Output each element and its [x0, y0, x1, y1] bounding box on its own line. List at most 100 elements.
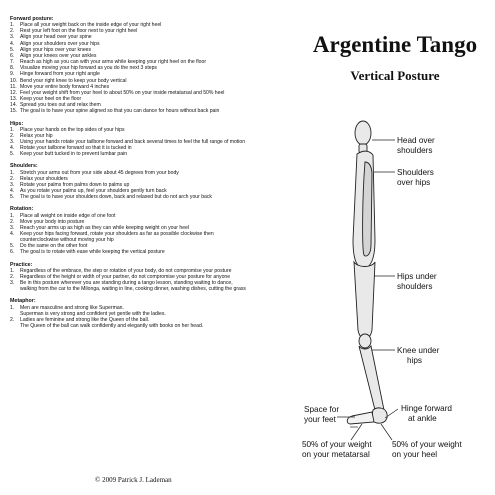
- instruction-section: Shoulders:1.Stretch your arms out from y…: [10, 163, 295, 200]
- instruction-item: 12.Feel your weight shift from your heel…: [10, 90, 295, 96]
- item-number: 3.: [10, 280, 15, 287]
- item-text: Reach as high as you can with your arms …: [20, 59, 207, 66]
- item-number: 11.: [10, 83, 17, 90]
- item-text: Be in this posture wherever you are stan…: [20, 280, 233, 287]
- instruction-item: 10.Bend your right knee to keep your bod…: [10, 78, 295, 84]
- label-knee-line2: hips: [407, 356, 422, 365]
- instruction-item: 4.Keep your hips facing forward, rotate …: [10, 231, 295, 237]
- item-number: 4.: [10, 40, 15, 47]
- instruction-item: 3.Align your head over your spine: [10, 34, 295, 40]
- item-number: 5.: [10, 243, 15, 250]
- copyright-notice: © 2009 Patrick J. Lademan: [95, 476, 172, 484]
- instruction-section: Forward posture:1.Place all your weight …: [10, 16, 295, 115]
- item-text: As you rotate your palms up, feel your s…: [20, 188, 167, 195]
- item-text: The goal is to have your spine aligned s…: [20, 108, 220, 115]
- item-text-continuation: counterclockwise without moving your hip: [20, 237, 114, 244]
- heel-shape: [370, 407, 388, 424]
- instruction-item: 2.Rest your left foot on the floor next …: [10, 28, 295, 34]
- instruction-item: 1. Men are masculine and strong like Supe…: [10, 305, 295, 311]
- item-text: Align your knees over your ankles: [20, 52, 97, 59]
- item-number: 3.: [10, 224, 15, 231]
- item-text: Rotate your tailbone forward so that it …: [20, 145, 132, 152]
- item-number: 1.: [10, 304, 15, 311]
- item-number: 8.: [10, 65, 15, 72]
- item-text: Men are masculine and strong like Superm…: [20, 304, 124, 311]
- item-number: 3.: [10, 138, 15, 145]
- item-text: Visualize moving your hip forward as you…: [20, 65, 157, 72]
- item-number: 1.: [10, 212, 15, 219]
- instruction-item: 6. Align your knees over your ankles: [10, 53, 295, 59]
- item-text: Reach your arms up as high as they can w…: [20, 224, 190, 231]
- label-hips-line2: shoulders: [397, 282, 433, 291]
- instructions-column: Forward posture:1.Place all your weight …: [10, 16, 295, 335]
- item-number: 1.: [10, 22, 15, 29]
- item-text: Align your hips over your knees: [20, 46, 92, 53]
- item-text: Hinge forward from your right angle: [20, 71, 100, 78]
- instruction-section: Rotation:1.Place all weight on inside ed…: [10, 206, 295, 255]
- item-text: Place your hands on the top sides of you…: [20, 126, 125, 133]
- item-number: 3.: [10, 34, 15, 41]
- instruction-item: 2.Ladies are feminine and strong like th…: [10, 317, 295, 323]
- instruction-item: 8. Visualize moving your hip forward as y…: [10, 65, 295, 71]
- item-number: 1.: [10, 126, 15, 133]
- label-metatarsal-line2: on your metatarsal: [302, 450, 370, 459]
- item-text: Relax your shoulders: [20, 175, 68, 182]
- item-text-continuation: Superman is very strong and confident ye…: [20, 310, 166, 317]
- item-number: 4.: [10, 145, 15, 152]
- item-text: Feel your weight shift from your heel to…: [20, 89, 225, 96]
- page-subtitle: Vertical Posture: [350, 68, 440, 83]
- instruction-section: Practice:1. Regardless of the embrace, th…: [10, 262, 295, 293]
- item-number: 1.: [10, 169, 15, 176]
- section-title: Practice:: [10, 261, 33, 268]
- item-text: Do the same on the other foot: [20, 243, 88, 250]
- item-number: 9.: [10, 71, 15, 78]
- instruction-item: 5.The goal is to have your shoulders dow…: [10, 194, 295, 200]
- instruction-item: 7.Reach as high as you can with your arm…: [10, 59, 295, 65]
- item-text: Ladies are feminine and strong like the …: [20, 316, 150, 323]
- label-hinge-line2: at ankle: [408, 414, 437, 423]
- item-number: 5.: [10, 194, 15, 201]
- item-number: 15.: [10, 108, 18, 115]
- item-number: 2.: [10, 175, 15, 182]
- instruction-item: 1.Place all weight on inside edge of one…: [10, 213, 295, 219]
- item-text: Align your shoulders over your hips: [20, 40, 100, 47]
- instruction-item: 15.The goal is to have your spine aligne…: [10, 108, 295, 114]
- hinge-guide-line: [384, 408, 399, 419]
- section-title: Metaphor:: [10, 298, 36, 305]
- item-text: Regardless of the embrace, the step or r…: [20, 267, 232, 274]
- item-number: 2.: [10, 132, 15, 139]
- item-text: Move your entire body forward 4 inches: [20, 83, 110, 90]
- instruction-item: 9. Hinge forward from your right angle: [10, 71, 295, 77]
- item-text: Keep your heel on the floor: [20, 96, 82, 103]
- instruction-item: 5. Do the same on the other foot: [10, 243, 295, 249]
- label-hinge-line1: Hinge forward: [401, 404, 452, 413]
- instruction-item: 5.Align your hips over your knees: [10, 47, 295, 53]
- instruction-item: 2.Relax your hip: [10, 133, 295, 139]
- label-shoulders-line1: Shoulders: [397, 168, 434, 177]
- section-title: Forward posture:: [10, 16, 54, 22]
- label-knee-line1: Knee under: [397, 346, 440, 355]
- instruction-item: 4.As you rotate your palms up, feel your…: [10, 188, 295, 194]
- label-shoulders-line2: over hips: [397, 178, 430, 187]
- instruction-item: 2.Move your body into posture: [10, 219, 295, 225]
- item-text: Spread you toes out and relax them: [20, 102, 101, 109]
- item-number: 13.: [10, 96, 18, 103]
- heel-guide-line: [380, 423, 393, 441]
- arm-shape: [362, 161, 373, 257]
- page-title: Argentine Tango: [312, 32, 478, 57]
- item-number: 6.: [10, 52, 15, 59]
- item-text: Move your body into posture: [20, 218, 85, 225]
- item-number: 10.: [10, 77, 18, 84]
- label-metatarsal-line1: 50% of your weight: [302, 440, 372, 449]
- item-number: 4.: [10, 231, 15, 237]
- thigh-shape: [353, 260, 376, 340]
- item-number: 12.: [10, 89, 18, 96]
- item-text: Bend your right knee to keep your body v…: [20, 77, 127, 84]
- body-figure: [346, 120, 388, 425]
- item-number: 1.: [10, 267, 15, 274]
- item-number: 5.: [10, 151, 15, 158]
- foot-shape: [346, 411, 375, 425]
- instruction-section: Hips:1.Place your hands on the top sides…: [10, 121, 295, 158]
- label-head-line1: Head over: [397, 136, 435, 145]
